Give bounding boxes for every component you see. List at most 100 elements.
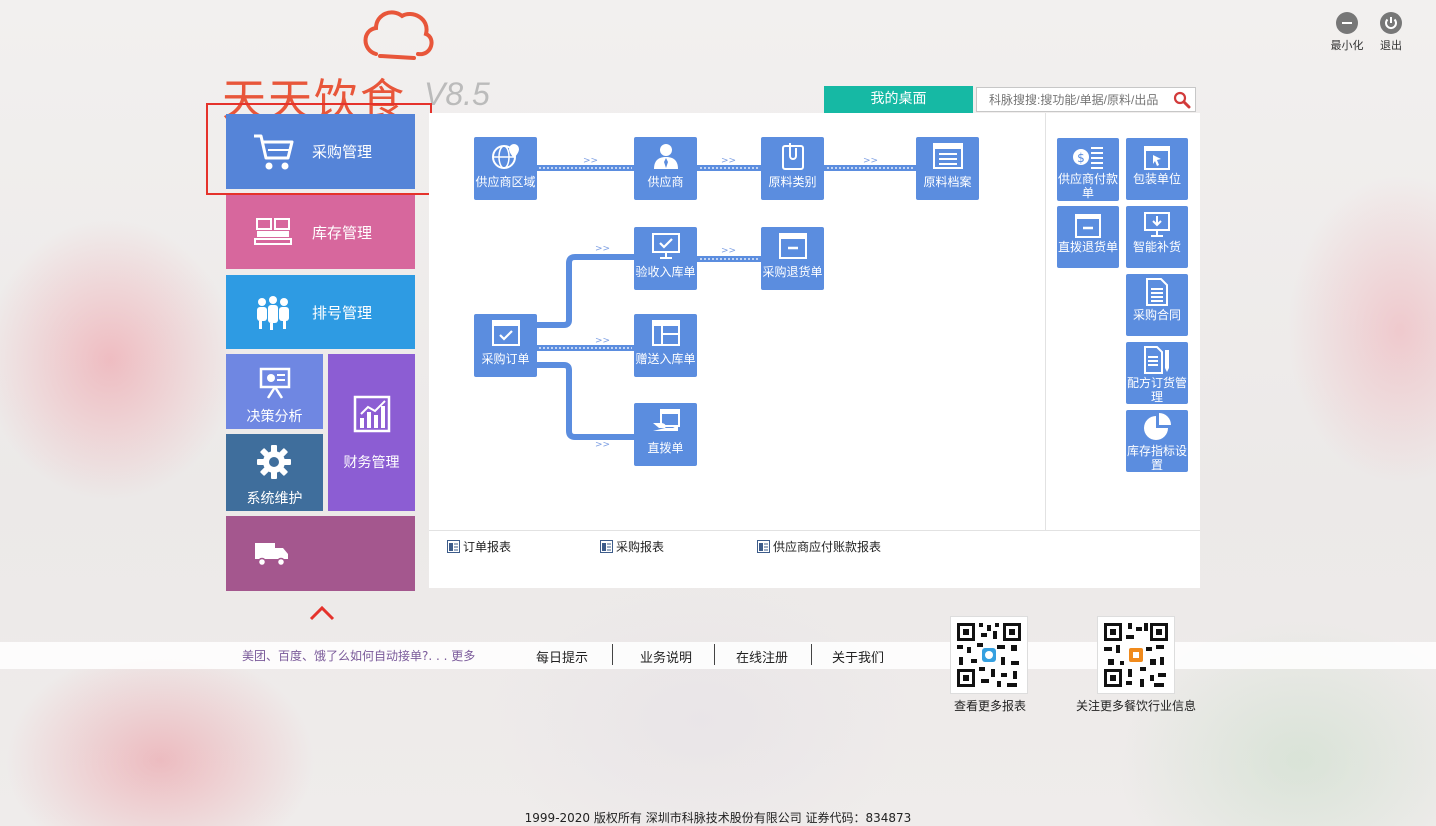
svg-text:>>: >> [721,156,736,166]
panel-divider-horizontal [429,530,1200,531]
node-material-file-label: 原料档案 [923,175,972,189]
shortcut-purchase-contract[interactable]: 采购合同 [1126,274,1188,336]
menu-decision-label: 决策分析 [246,408,303,424]
node-gift-receipt[interactable]: 赠送入库单 [634,314,697,377]
menu-purchase-label: 采购管理 [312,144,373,161]
report-supplier-payable-label: 供应商应付账款报表 [773,540,882,554]
menu-inventory[interactable]: 库存管理 [226,195,415,269]
node-material-file[interactable]: 原料档案 [916,137,979,200]
report-icon [600,540,613,553]
menu-queue-label: 排号管理 [312,304,373,322]
menu-decision[interactable]: 决策分析 [226,354,323,429]
svg-text:$: $ [1077,151,1085,165]
node-supplier-area[interactable]: 供应商区域 [474,137,537,200]
window-check-icon [491,320,520,346]
shortcut-purchase-contract-label: 采购合同 [1132,308,1181,322]
selection-highlight [206,103,432,195]
node-receiving[interactable]: 验收入库单 [634,227,697,290]
exit-label: 退出 [1380,39,1402,52]
report-purchase[interactable]: 采购报表 [600,538,664,555]
list-window-icon [932,143,963,169]
menu-queue[interactable]: 排号管理 [226,275,415,349]
footer-bar [0,642,1436,669]
node-supplier-area-label: 供应商区域 [475,175,536,189]
divider [612,644,613,665]
person-icon [653,144,678,169]
online-register-link[interactable]: 在线注册 [736,651,789,666]
minimize-button[interactable]: 最小化 [1327,12,1367,53]
bar-chart-icon [353,395,390,432]
menu-purchase[interactable]: 采购管理 [226,114,415,189]
qr-code-news [1097,616,1175,694]
search-box [976,87,1196,112]
copyright: 1999-2020 版权所有 深圳市科脉技术股份有限公司 证券代码：834873 [524,811,912,825]
node-material-category-label: 原料类别 [768,175,817,189]
tab-my-desktop[interactable]: 我的桌面 [824,86,973,113]
qr-code-reports [950,616,1028,694]
report-supplier-payable[interactable]: 供应商应付账款报表 [757,538,881,555]
node-purchase-return[interactable]: 采购退货单 [761,227,824,290]
shortcut-direct-return[interactable]: 直拨退货单 [1057,206,1119,268]
menu-delivery[interactable] [226,516,415,591]
node-gift-receipt-label: 赠送入库单 [635,352,696,366]
shortcut-smart-restock-label: 智能补货 [1132,240,1181,254]
qr-code-icon [957,623,1021,687]
minimize-label: 最小化 [1330,39,1364,52]
svg-text:>>: >> [595,336,610,346]
chevron-up-icon[interactable] [308,604,336,622]
search-icon[interactable] [1173,91,1191,109]
node-supplier[interactable]: 供应商 [634,137,697,200]
exit-button[interactable]: 退出 [1371,12,1411,53]
business-desc-link[interactable]: 业务说明 [640,651,693,666]
menu-inventory-label: 库存管理 [312,224,373,242]
shortcut-direct-return-label: 直拨退货单 [1057,240,1118,254]
shortcut-stock-indicator[interactable]: 库存指标设置 [1126,410,1188,472]
node-direct-transfer[interactable]: 直拨单 [634,403,697,466]
window-columns-icon [651,320,680,346]
divider [714,644,715,665]
node-direct-transfer-label: 直拨单 [647,441,684,455]
shortcut-smart-restock[interactable]: 智能补货 [1126,206,1188,268]
report-icon [447,540,460,553]
svg-text:>>: >> [595,244,610,254]
document-pen-icon [1144,346,1169,374]
report-purchase-label: 采购报表 [616,540,665,554]
logo-version: V8.5 [424,76,490,112]
money-icon: $ [1073,147,1103,169]
svg-text:>>: >> [863,156,878,166]
about-us-link[interactable]: 关于我们 [832,651,885,666]
presentation-icon [259,367,291,399]
menu-system[interactable]: 系统维护 [226,434,323,511]
node-purchase-order-label: 采购订单 [481,352,530,366]
qr-code-icon [1104,623,1168,687]
people-icon [257,296,289,330]
svg-text:>>: >> [721,246,736,256]
shortcut-packing-unit[interactable]: 包装单位 [1126,138,1188,200]
divider [811,644,812,665]
globe-pin-icon [491,144,519,169]
svg-text:>>: >> [595,440,610,450]
pie-chart-icon [1144,413,1171,440]
qr-label-news: 关注更多餐饮行业信息 [1076,699,1197,713]
chef-hat-icon [363,10,434,60]
shortcut-packing-unit-label: 包装单位 [1132,172,1181,186]
node-purchase-order[interactable]: 采购订单 [474,314,537,377]
tip-link[interactable]: 美团、百度、饿了么如何自动接单?. . . 更多 [242,649,476,663]
report-order[interactable]: 订单报表 [447,538,511,555]
window-minus-icon [778,233,807,259]
clipboard-icon [781,143,804,170]
svg-text:>>: >> [583,156,598,166]
search-input[interactable] [977,88,1179,111]
node-material-category[interactable]: 原料类别 [761,137,824,200]
hand-window-icon [652,409,680,431]
daily-tip-link[interactable]: 每日提示 [536,651,589,666]
report-icon [757,540,770,553]
cart-icon [254,134,294,169]
node-receiving-label: 验收入库单 [635,265,696,279]
shortcut-recipe-order-label: 配方订货管理 [1126,376,1187,404]
window-minus-icon [1075,214,1101,238]
power-icon [1380,12,1402,34]
shortcut-supplier-payment[interactable]: $ 供应商付款单 [1057,138,1119,201]
menu-finance[interactable]: 财务管理 [328,354,415,511]
shortcut-recipe-order[interactable]: 配方订货管理 [1126,342,1188,404]
